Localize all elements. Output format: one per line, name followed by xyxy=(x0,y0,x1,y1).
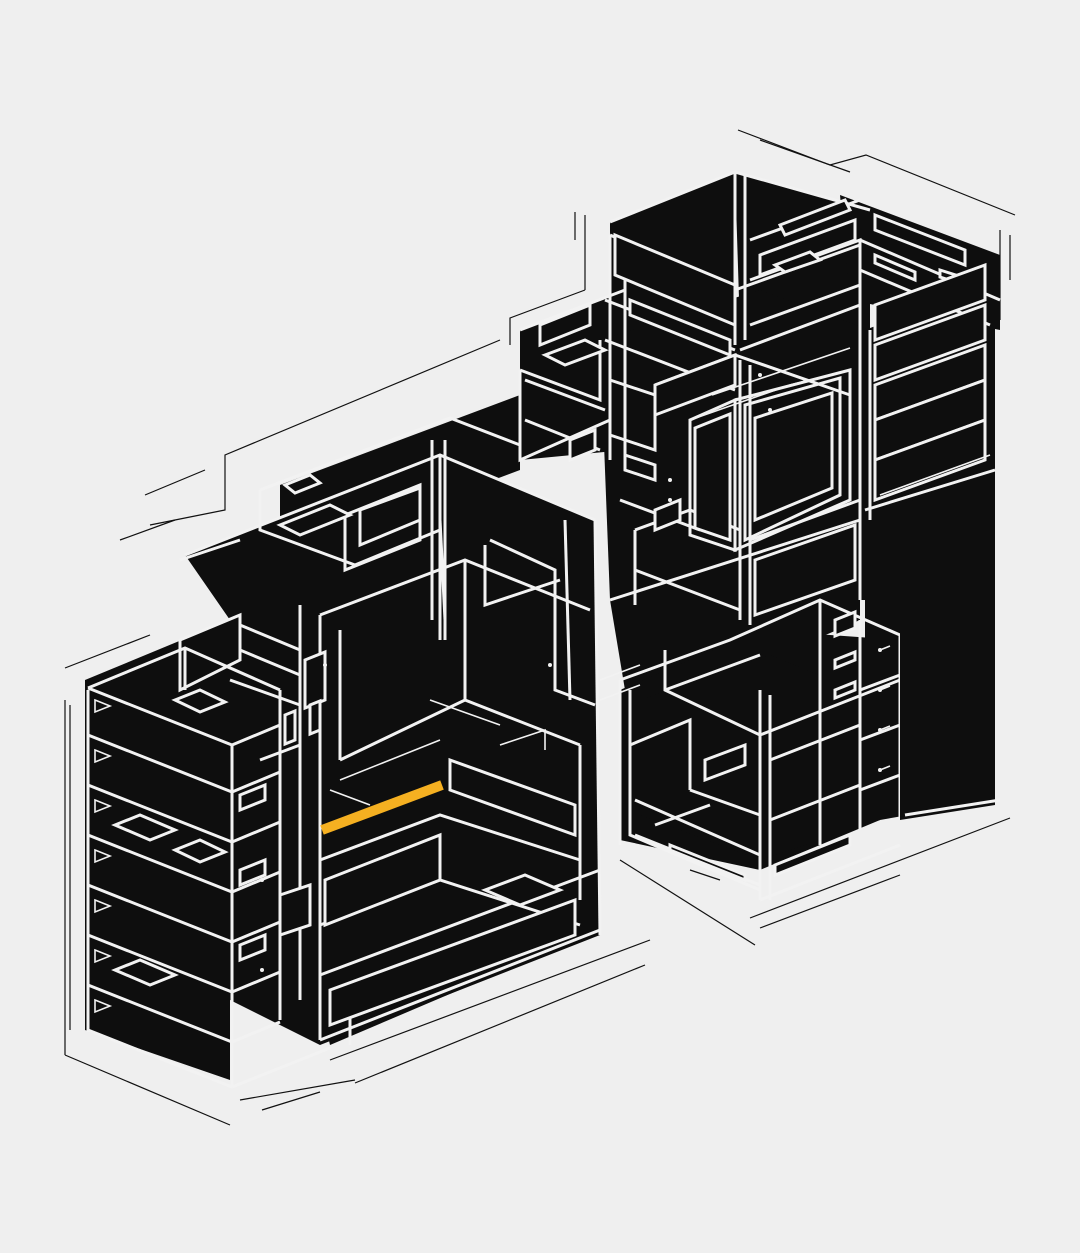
lower-right-block xyxy=(599,598,902,902)
outer-guide-lines xyxy=(64,129,1016,1126)
top-right-tower xyxy=(604,170,1001,625)
left-rack-side-tabs xyxy=(94,698,113,1014)
left-rack-shelves xyxy=(86,646,331,1089)
accent-stripe xyxy=(320,780,444,835)
left-rack xyxy=(86,646,331,1089)
central-panels xyxy=(276,482,577,1028)
right-tall-block xyxy=(864,454,1001,820)
upper-left-block xyxy=(179,288,626,621)
left-rack-slots xyxy=(111,688,267,987)
rivets xyxy=(260,373,882,972)
framed-monitor xyxy=(688,347,862,620)
central-block xyxy=(178,440,602,1045)
